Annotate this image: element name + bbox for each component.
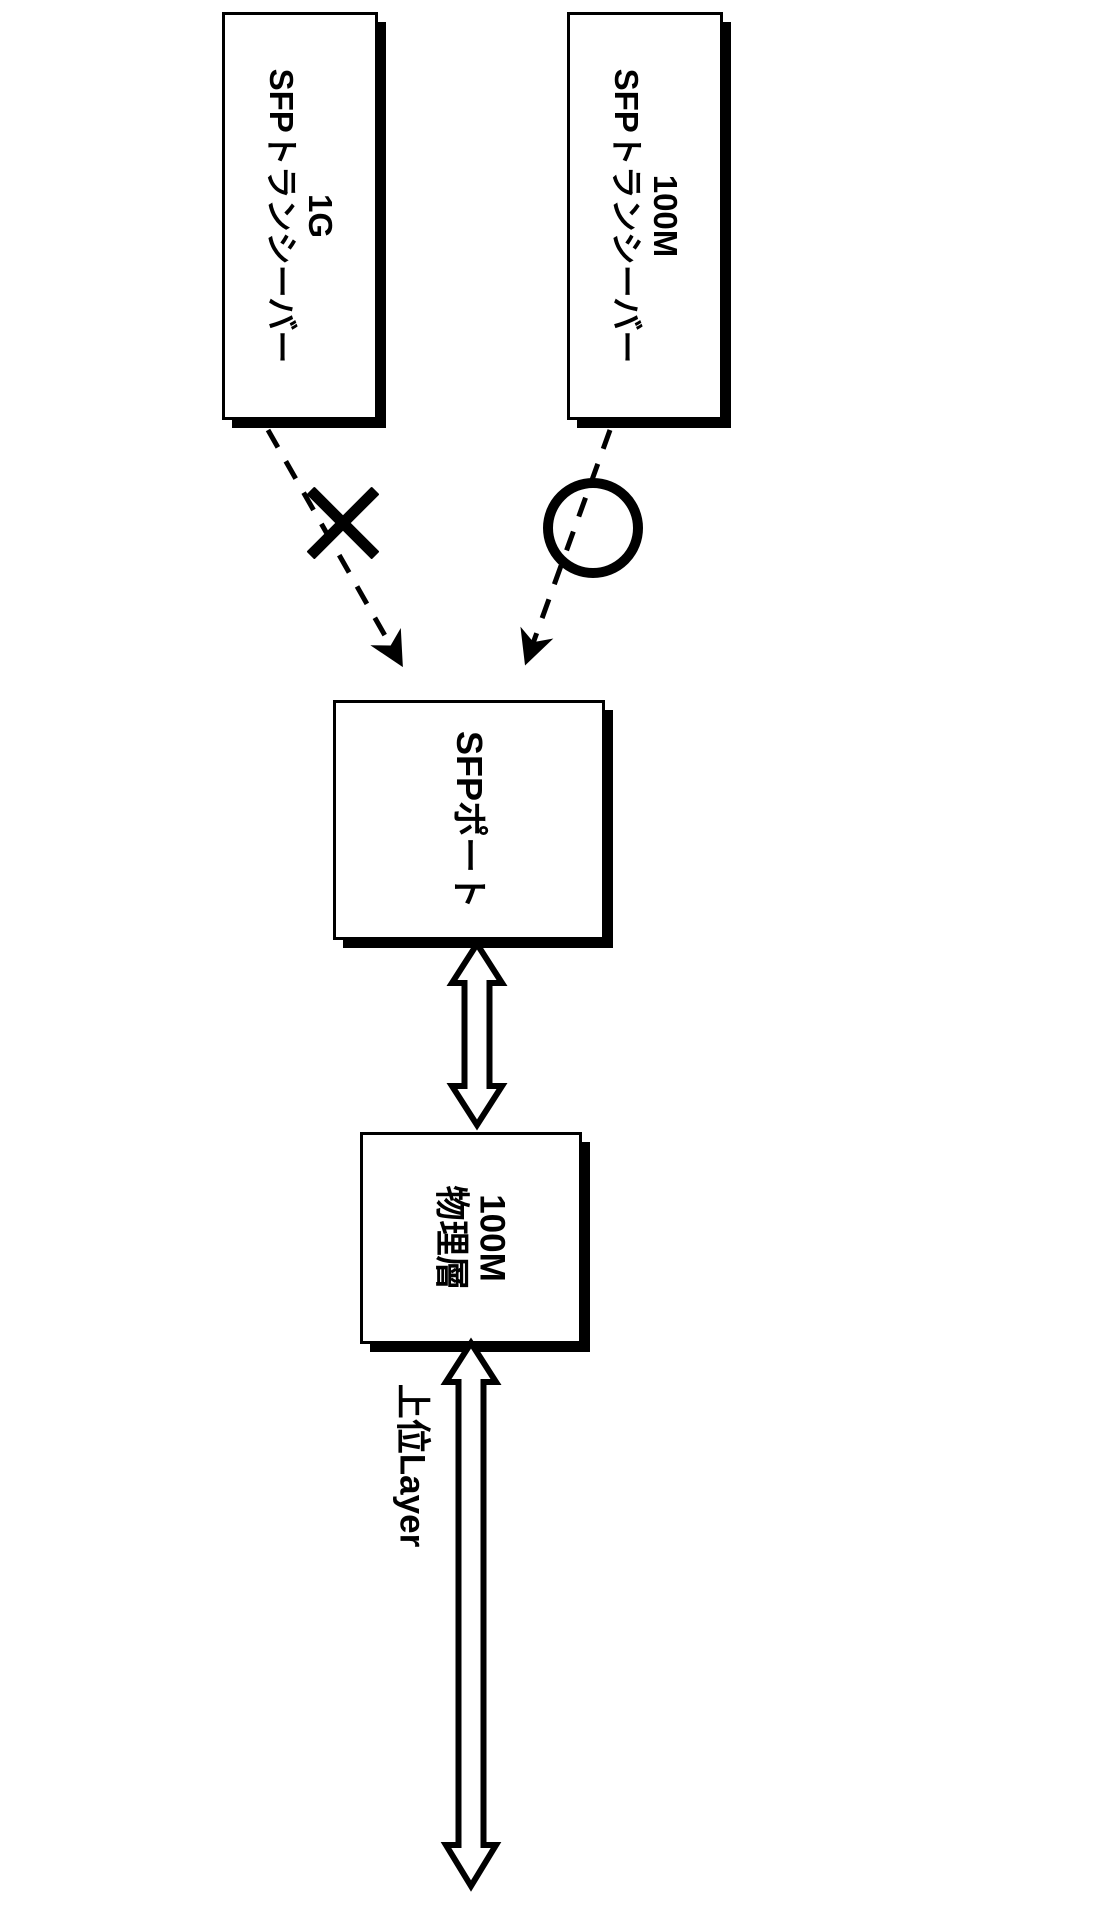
box-sfp-port: SFPポート — [333, 700, 605, 940]
upper-layer-label: 上位Layer — [392, 1383, 432, 1548]
box-transceiver-1g-line1: 1G — [301, 193, 339, 239]
hollow-arrow-phy-to-upper-layer — [440, 1337, 502, 1892]
hollow-arrow-port-to-phy — [446, 938, 508, 1131]
box-transceiver-1g-label: 1G SFPトランシーバー — [261, 69, 339, 364]
box-sfp-port-line1: SFPポート — [449, 730, 491, 910]
box-transceiver-100m: 100M SFPトランシーバー — [567, 12, 723, 420]
box-transceiver-100m-label: 100M SFPトランシーバー — [606, 69, 684, 364]
box-transceiver-1g-line2: SFPトランシーバー — [263, 68, 300, 364]
box-transceiver-100m-line2: SFPトランシーバー — [608, 68, 645, 364]
box-transceiver-100m-line1: 100M — [646, 174, 684, 258]
box-sfp-port-label: SFPポート — [448, 731, 490, 909]
compatible-circle-icon — [543, 478, 643, 578]
box-phy-100m-label: 100M 物理層 — [430, 1185, 513, 1290]
box-phy-100m-line1: 100M — [472, 1194, 512, 1282]
box-transceiver-1g: 1G SFPトランシーバー — [222, 12, 378, 420]
box-phy-100m-line2: 物理層 — [431, 1185, 470, 1291]
box-phy-100m: 100M 物理層 — [360, 1132, 582, 1344]
incompatible-x-icon — [297, 477, 389, 569]
